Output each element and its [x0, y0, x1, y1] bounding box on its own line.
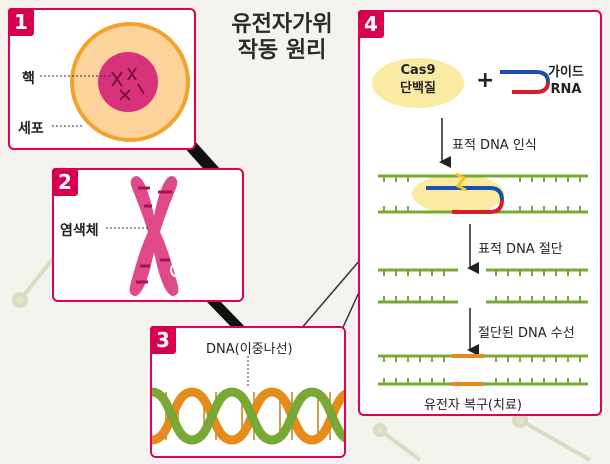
dna-target-rungs — [383, 176, 581, 212]
cell-label: 세포 — [18, 121, 44, 137]
panel-number: 4 — [358, 10, 384, 38]
chromosome — [129, 176, 179, 296]
title-line2: 작동 원리 — [237, 38, 327, 63]
panel-crispr: 4 Cas9 단백질 + 가이드 RNA — [358, 10, 602, 416]
result-label: 유전자 복구(치료) — [424, 398, 522, 413]
panel-dna: 3 DNA(이중나선) — [150, 326, 346, 458]
step3-label: 절단된 DNA 수선 — [478, 326, 575, 341]
panel-number: 3 — [150, 326, 176, 354]
connector-3-4a — [299, 259, 361, 331]
dna-repaired-segment — [452, 354, 484, 386]
chromosome-illustration — [106, 176, 186, 296]
step1-label: 표적 DNA 인식 — [452, 138, 537, 153]
guide-rna-line2: RNA — [550, 82, 582, 97]
panel-number: 2 — [52, 168, 78, 196]
cas9-protein-ellipse — [372, 58, 464, 108]
plus-sign: + — [476, 68, 495, 93]
title-line1: 유전자가위 — [231, 12, 333, 37]
guide-rna-line1: 가이드 — [548, 65, 584, 80]
diagram-title: 유전자가위 작동 원리 — [218, 12, 346, 64]
dna-cut-rungs — [383, 270, 581, 302]
dna-label: DNA(이중나선) — [206, 342, 293, 357]
nucleus-label: 핵 — [22, 71, 35, 87]
cas9-label-line2: 단백질 — [400, 81, 436, 96]
nucleus-chromosomes — [111, 67, 145, 101]
panel-chromosome: 2 염색체 — [52, 168, 244, 302]
step2-label: 표적 DNA 절단 — [478, 242, 563, 257]
chromosome-bands — [136, 186, 172, 284]
helix-strand-green — [152, 387, 344, 445]
guide-rna-icon — [500, 70, 550, 94]
cas9-label: Cas9 단백질 — [372, 62, 464, 98]
nucleus — [98, 52, 158, 112]
zoom-circle — [170, 262, 186, 278]
chromosome-label: 염색체 — [60, 223, 99, 239]
cas9-label-line1: Cas9 — [400, 63, 436, 78]
panel-number: 1 — [8, 8, 34, 36]
guide-rna-label: 가이드 RNA — [548, 64, 584, 98]
crispr-process-illustration — [378, 118, 588, 386]
guide-rna-bound-red — [452, 199, 504, 214]
cas9-binding-ellipse — [412, 174, 504, 214]
dna-repaired-rungs — [383, 356, 581, 384]
guide-rna-bound-blue — [426, 186, 504, 201]
cut-bolt-icon — [455, 172, 467, 192]
cell-illustration — [40, 22, 190, 142]
dna-helix-illustration — [152, 356, 344, 445]
panel-cell: 1 핵 세포 — [8, 8, 196, 150]
